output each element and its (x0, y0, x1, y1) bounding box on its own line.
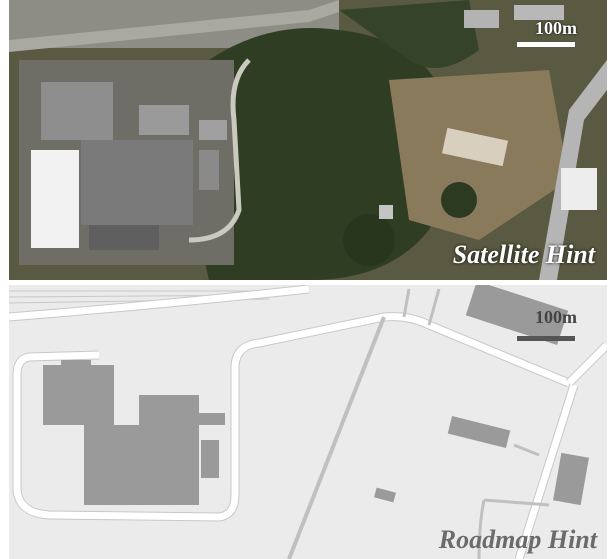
sat-building-white (31, 150, 79, 248)
road-building-campus (43, 365, 225, 505)
sat-hint-label: Satellite Hint (452, 240, 595, 269)
road-building-small (201, 440, 219, 478)
sat-building-right-1 (441, 127, 509, 167)
satellite-image (9, 0, 607, 280)
roadmap-panel: 100m Roadmap Hint (9, 285, 607, 559)
road-building-mid-right (447, 416, 511, 448)
road-right-loop (477, 498, 550, 559)
sat-building-right-2 (561, 168, 597, 210)
sat-building-main (81, 140, 193, 225)
sat-path (188, 58, 251, 243)
road-building-top-right (465, 285, 569, 345)
road-building-far-right (553, 452, 589, 506)
road-scale-label: 100m (535, 307, 577, 327)
roadmap-image (9, 285, 607, 559)
road-scale-bar (517, 336, 575, 341)
sat-top-road (9, 0, 339, 52)
road-diagonal (287, 316, 386, 559)
sat-building-north (41, 82, 113, 140)
sat-scale-label: 100m (535, 18, 577, 38)
sat-scale-bar (517, 42, 575, 47)
satellite-panel: 100m Satellite Hint (9, 0, 607, 280)
road-hint-label: Roadmap Hint (438, 525, 597, 554)
